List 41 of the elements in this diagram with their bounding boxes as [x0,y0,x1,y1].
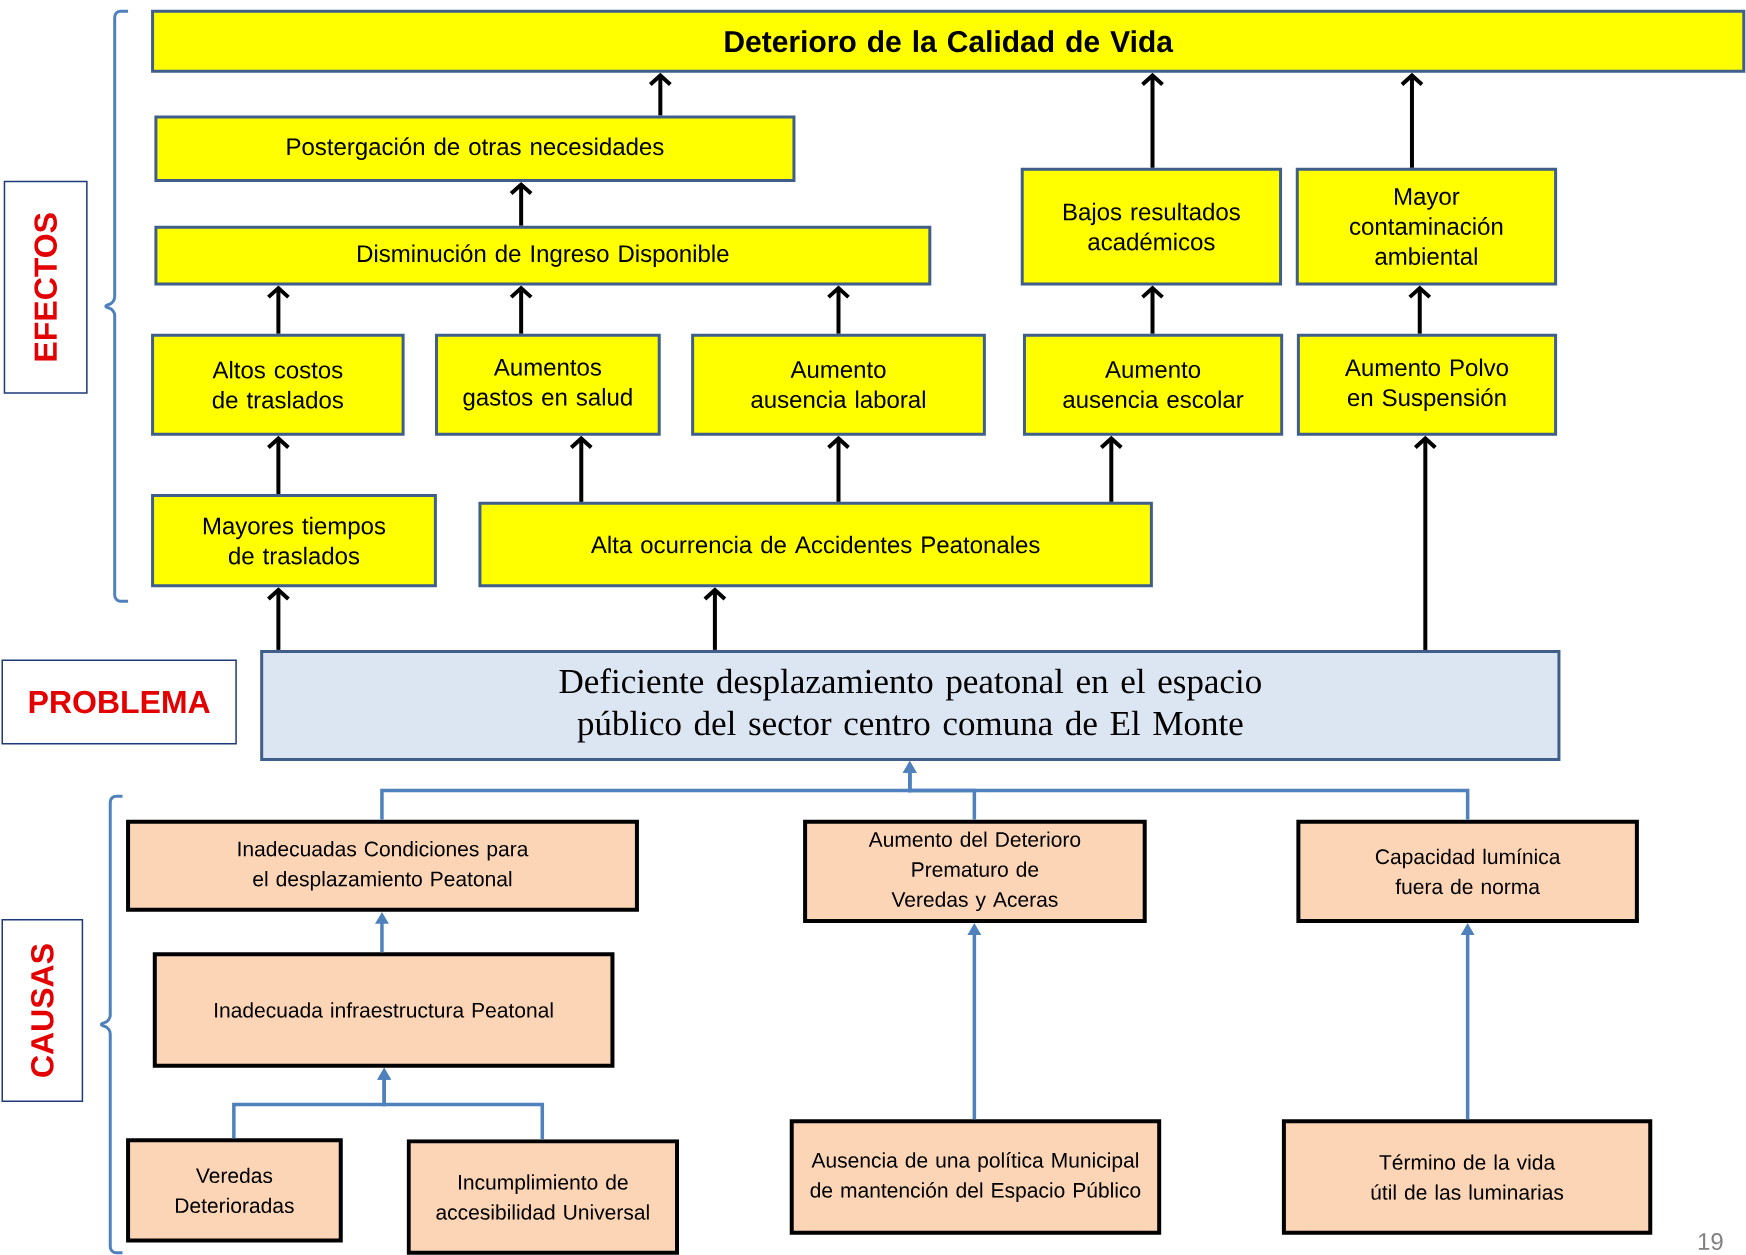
page-number: 19 [1698,1233,1723,1251]
arrow [509,285,533,334]
effect-box: Postergación de otras necesidades [154,115,796,182]
arrow [267,587,290,650]
arrow [827,285,850,334]
effect-box: Mayor contaminación ambiental [1295,167,1558,286]
arrow [267,285,290,334]
section-label: CAUSAS [1,919,84,1103]
arrow [509,181,533,226]
arrow [267,435,290,495]
effect-box: Aumento ausencia escolar [1022,333,1284,436]
cause-box: Inadecuada infraestructura Peatonal [152,952,615,1068]
effect-box: Aumento ausencia laboral [691,333,986,436]
arrow [1141,72,1164,168]
arrow [1400,72,1424,168]
cause-box: Inadecuadas Condiciones para el desplazamiento Peatonal [126,819,639,912]
effect-box: Aumentos gastos en salud [435,333,661,436]
cause-box: Término de la vida útil de las luminarias [1281,1119,1653,1235]
arrow [1414,435,1437,650]
arrow [1408,285,1432,334]
problem-box: Deficiente desplazamiento peatonal en el espacio público del sector centro comuna de El Monte [260,649,1561,761]
section-label: PROBLEMA [1,659,237,745]
section-label: EFECTOS [3,180,88,394]
effect-box: Altos costos de traslados [151,333,405,436]
cause-box: Incumplimiento de accesibilidad Universal [406,1139,680,1255]
effect-box: Aumento Polvo en Suspensión [1296,333,1558,436]
cause-box: Veredas Deterioradas [126,1138,343,1243]
effect-box: Disminución de Ingreso Disponible [154,225,932,286]
effect-box: Alta ocurrencia de Accidentes Peatonales [478,501,1153,588]
title-box: Deterioro de la Calidad de Vida [151,9,1746,73]
arrow [1141,285,1164,334]
effect-box: Mayores tiempos de traslados [151,494,437,588]
cause-box: Ausencia de una política Municipal de mantención del Espacio Público [789,1119,1162,1235]
arrow [827,435,850,502]
arrow [703,587,727,650]
cause-box: Aumento del Deterioro Prematuro de Veredas y Aceras [803,819,1147,923]
cause-box: Capacidad lumínica fuera de norma [1296,819,1639,923]
arrow [1099,435,1123,502]
effect-box: Bajos resultados académicos [1020,167,1283,286]
arrow [569,435,593,502]
arrow [649,72,672,116]
